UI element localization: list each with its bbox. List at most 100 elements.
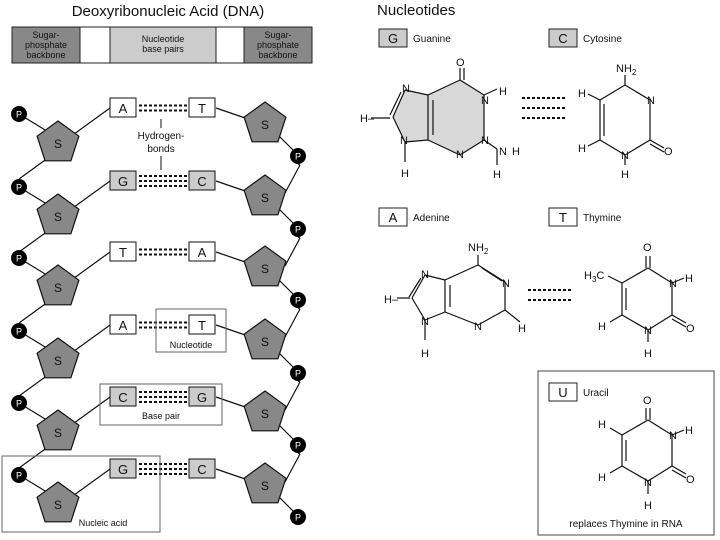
svg-text:O: O: [686, 323, 695, 335]
sugar-base-bond: [69, 396, 111, 427]
sugar-right: [243, 462, 287, 504]
svg-text:N: N: [669, 430, 677, 442]
base-right: [188, 170, 216, 191]
sugar-right: [243, 390, 287, 432]
uracil-atoms: O H N H H O N H: [598, 395, 695, 512]
base-right: [188, 314, 216, 335]
svg-text:N: N: [644, 477, 652, 489]
adenine-name: Adenine: [413, 213, 450, 224]
callout-hydrogen-bonds: Hydrogen- bonds: [138, 119, 184, 170]
svg-text:H: H: [493, 169, 501, 181]
base-left-label: A: [119, 318, 128, 333]
phosphate-left: [11, 467, 27, 483]
phosphate-left-label: P: [16, 254, 22, 264]
legend-bar: Sugar- phosphate backbone Nucleotide bas…: [11, 26, 313, 64]
svg-text:C: C: [558, 31, 567, 46]
svg-text:N: N: [669, 278, 677, 290]
svg-text:H: H: [499, 86, 507, 98]
svg-text:H–: H–: [384, 294, 399, 306]
svg-text:H: H: [685, 273, 693, 285]
backbone-bond: [284, 308, 301, 338]
sugar-right-label: S: [261, 118, 269, 132]
legend-backbone-left: [11, 26, 81, 64]
svg-text:H: H: [644, 348, 652, 360]
base-pair-label: Base pair: [142, 411, 180, 421]
base-right: [188, 97, 216, 118]
sugar-right-label: S: [261, 479, 269, 493]
svg-text:O: O: [456, 57, 465, 69]
phosphate-left: [11, 250, 27, 266]
phosphate-left: [11, 323, 27, 339]
phosphate-right: [290, 148, 306, 164]
svg-text:A: A: [389, 210, 398, 225]
sugar-right: [243, 245, 287, 287]
phosphate-left-label: P: [16, 327, 22, 337]
callout-nucleotide: Nucleotide: [155, 308, 227, 353]
svg-text:N: N: [400, 135, 408, 147]
base-left-label: C: [118, 390, 127, 405]
svg-text:H: H: [512, 146, 520, 158]
guanine-atoms: O N N H H– N N N H N H H: [360, 57, 520, 181]
phosphate-right: [290, 437, 306, 453]
sugar-base-bond: [69, 251, 111, 282]
thymine-atoms: O H3C N H H O N H: [584, 242, 695, 360]
nucleotide-label: Nucleotide: [170, 340, 213, 350]
phosphate-left-label: P: [16, 183, 22, 193]
uracil-letter: U: [558, 385, 567, 400]
phosphate-left: [11, 106, 27, 122]
sugar-right-label: S: [261, 335, 269, 349]
svg-text:N: N: [481, 95, 489, 107]
svg-text:N: N: [621, 150, 629, 162]
sugar-base-bond: [69, 180, 111, 211]
backbone-bond: [278, 496, 294, 512]
svg-text:N: N: [474, 321, 482, 333]
svg-text:N: N: [421, 316, 429, 328]
legend-base-pairs: [109, 26, 217, 64]
svg-text:H: H: [518, 323, 526, 335]
guanine-name: Guanine: [413, 34, 451, 45]
svg-text:N: N: [402, 83, 410, 95]
base-right-label: C: [197, 174, 206, 189]
dna-title: Deoxyribonucleic Acid (DNA): [72, 3, 265, 20]
phosphate-left-label: P: [16, 471, 22, 481]
guanine-structure: [371, 68, 498, 165]
svg-text:O: O: [643, 242, 652, 254]
legend-center-line2: base pairs: [142, 44, 184, 54]
svg-text:N: N: [481, 135, 489, 147]
svg-text:O: O: [686, 474, 695, 486]
sugar-base-bond: [69, 324, 111, 355]
backbone-bond: [284, 381, 301, 411]
phosphate-right: [290, 221, 306, 237]
sugar-base-bond: [69, 107, 111, 138]
adenine-atoms: NH2 N N H– N N H H: [384, 242, 526, 360]
phosphate-right-label: P: [295, 441, 301, 451]
guanine-header: G Guanine: [378, 28, 451, 48]
svg-text:O: O: [643, 395, 652, 407]
hydrogen-bonds-line2: bonds: [147, 144, 174, 155]
sugar-base-bond: [69, 468, 111, 499]
phosphate-left: [11, 179, 27, 195]
legend-left-line2: phosphate: [25, 40, 67, 50]
base-left: [109, 314, 137, 335]
sugar-right-label: S: [261, 407, 269, 421]
uracil-name: Uracil: [583, 388, 609, 399]
phosphate-left-label: P: [16, 110, 22, 120]
phosphate-right-label: P: [295, 225, 301, 235]
base-right: [188, 241, 216, 262]
sugar-left: [36, 481, 80, 523]
callout-base-pair: Base pair: [99, 383, 223, 426]
base-left-label: G: [118, 462, 128, 477]
svg-text:H: H: [578, 88, 586, 100]
phosphate-right-label: P: [295, 369, 301, 379]
sugar-right: [243, 318, 287, 360]
svg-text:N: N: [456, 149, 464, 161]
svg-text:H: H: [621, 169, 629, 181]
svg-text:H: H: [598, 472, 606, 484]
phosphate-right: [290, 509, 306, 525]
svg-text:H: H: [401, 168, 409, 180]
